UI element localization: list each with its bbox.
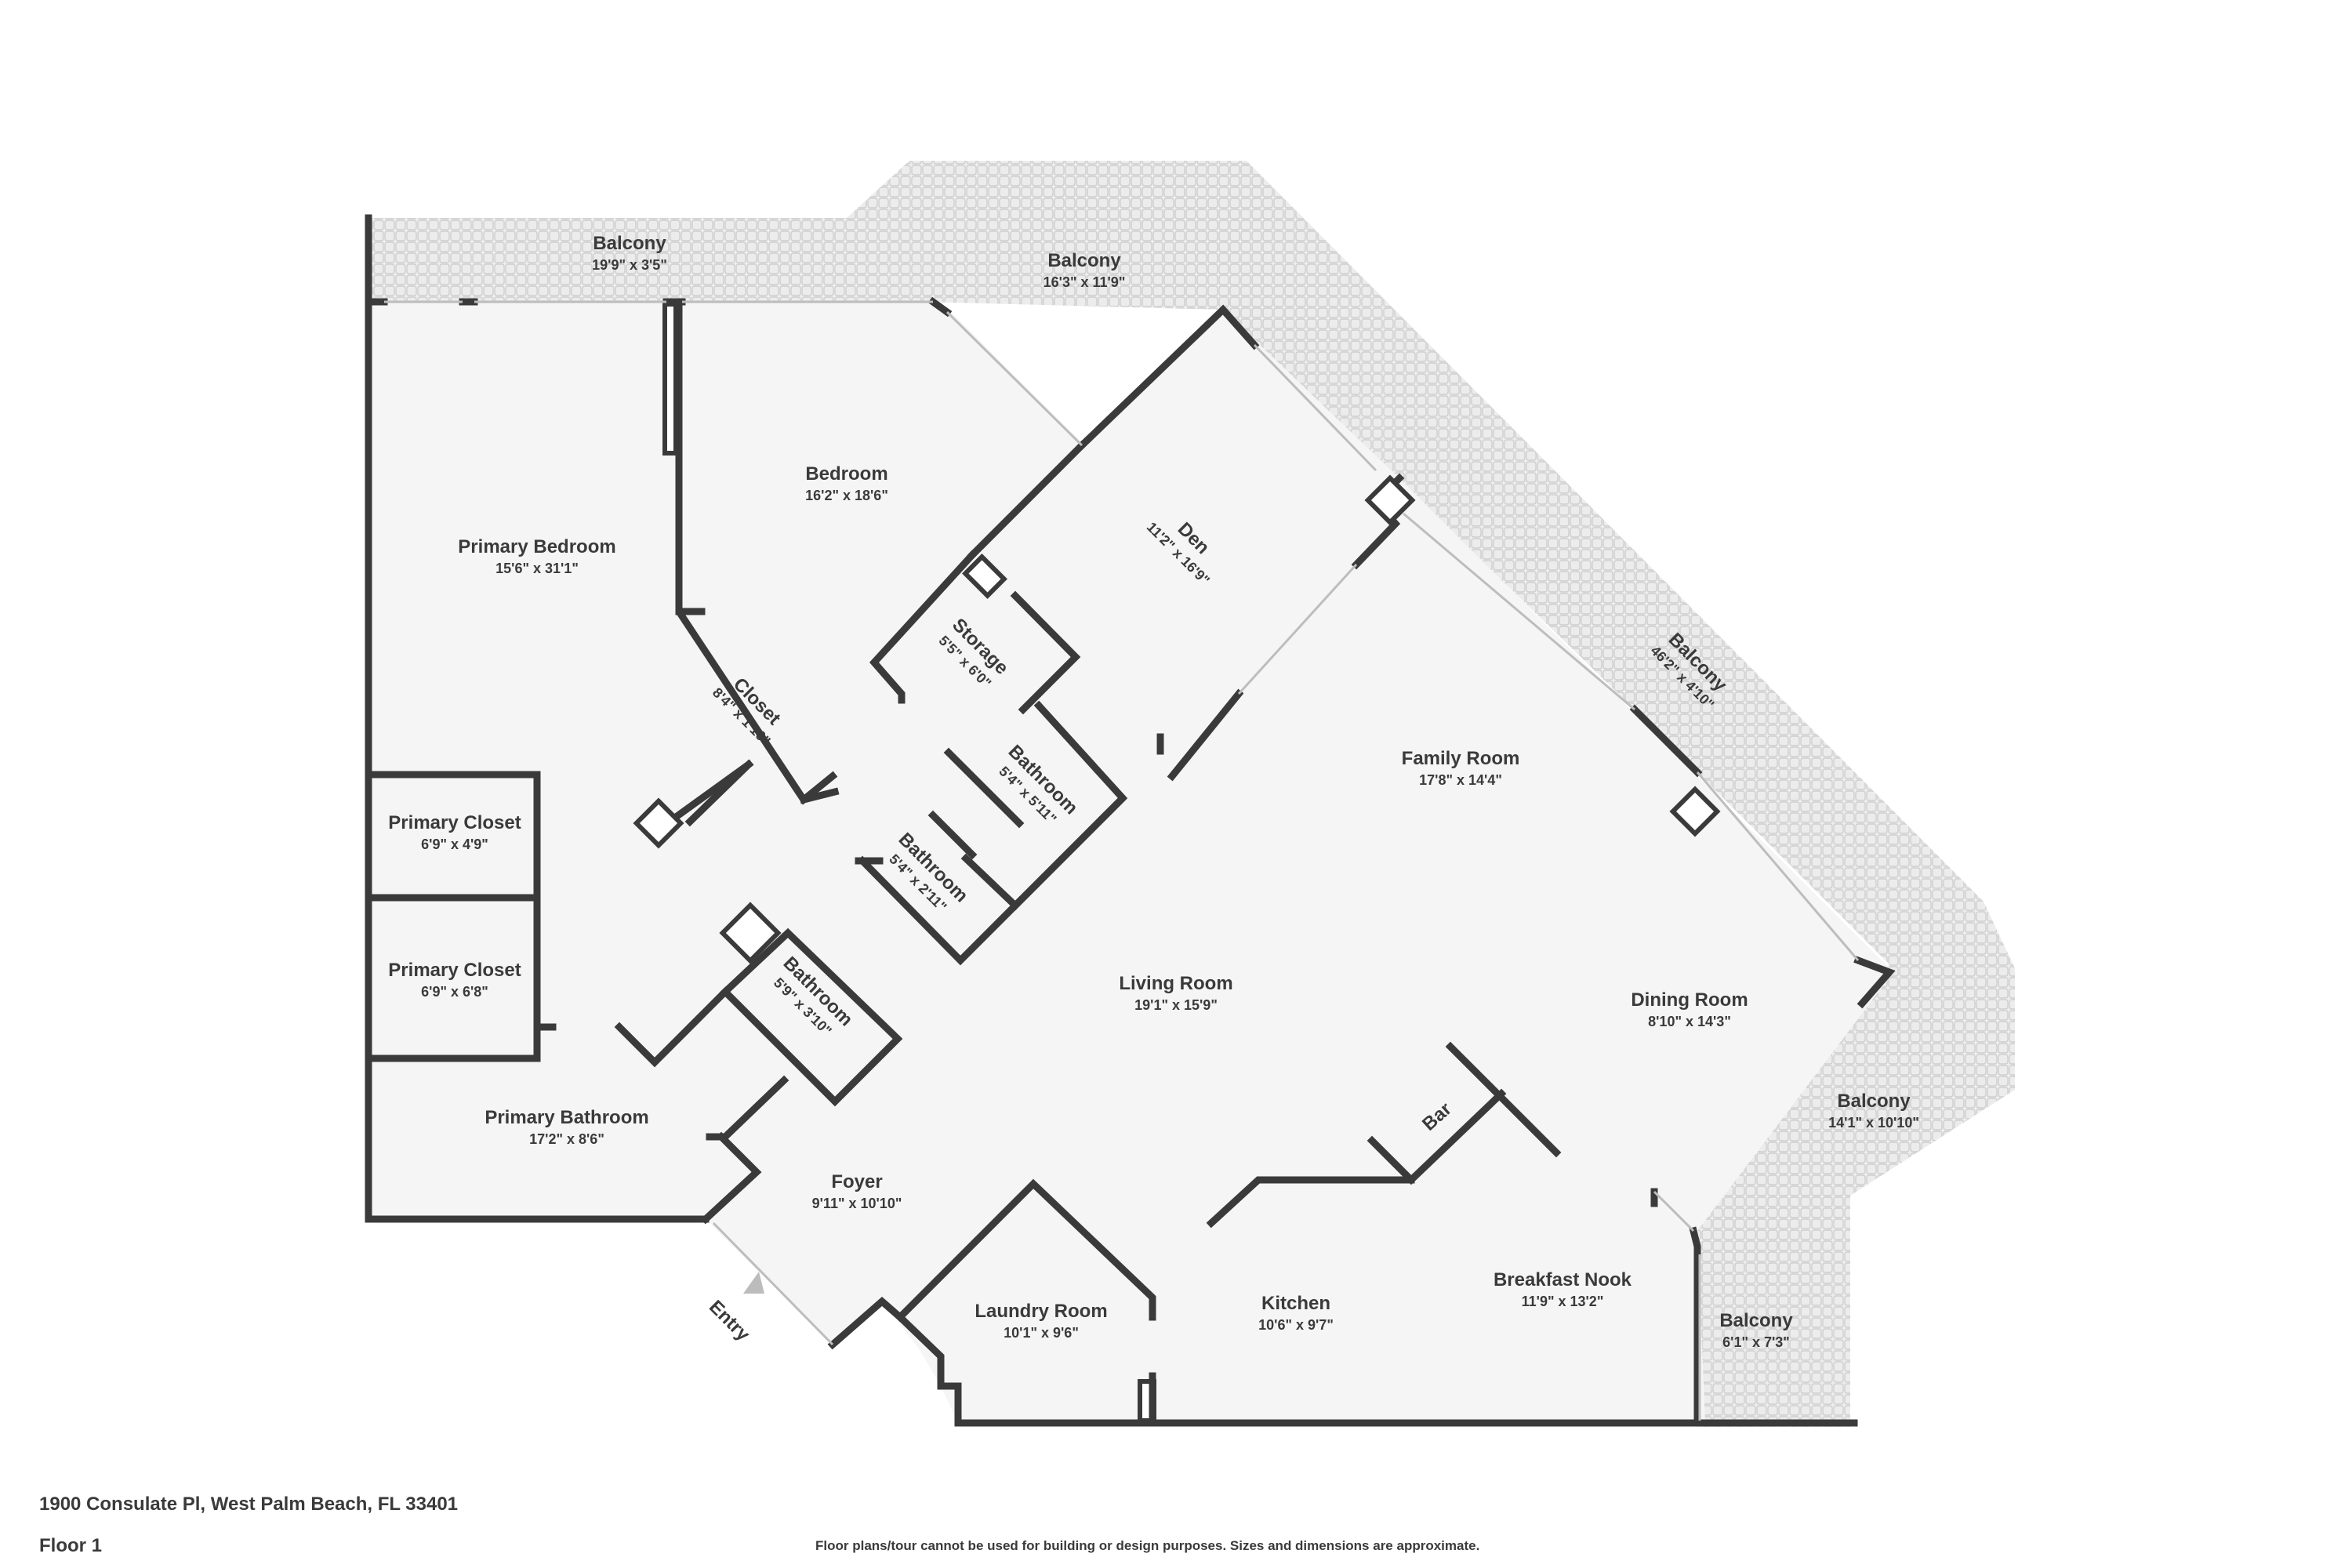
- room-dims: 16'2" x 18'6": [805, 488, 888, 503]
- entry-arrow-icon: [743, 1272, 764, 1294]
- room-dims: 17'8" x 14'4": [1419, 772, 1502, 788]
- windows: [384, 300, 1860, 1421]
- wall-bedroom-divider: [675, 300, 838, 805]
- wall-hatch-family: [1669, 786, 1721, 837]
- room-name: Balcony: [593, 233, 666, 254]
- room-name: Foyer: [831, 1171, 882, 1192]
- room-dims: 10'1" x 9'6": [1004, 1325, 1079, 1341]
- wall-primary-closet-bottom: [365, 894, 541, 1062]
- disclaimer: Floor plans/tour cannot be used for buil…: [815, 1538, 1480, 1553]
- property-address: 1900 Consulate Pl, West Palm Beach, FL 3…: [39, 1494, 459, 1515]
- balcony-areas: [368, 161, 2015, 1427]
- wall-hall-diag: [684, 759, 754, 827]
- window-4: [946, 310, 1083, 447]
- bar-counter: [1367, 1088, 1507, 1185]
- wall-hatch-1: [662, 302, 678, 456]
- entry-door: [712, 1221, 834, 1346]
- room-dims: 6'9" x 6'8": [421, 984, 488, 1000]
- room-name: Primary Closet: [388, 812, 521, 833]
- room-dims: 6'9" x 4'9": [421, 837, 488, 852]
- room-dims: 6'1" x 7'3": [1722, 1334, 1790, 1350]
- wall-storage: [869, 550, 978, 704]
- wall-primary-closet-step: [614, 986, 731, 1068]
- window-7: [1696, 771, 1860, 961]
- wall-laundry: [895, 1178, 1156, 1323]
- wall-bedroom-closet-mid: [799, 787, 840, 804]
- wall-bedroom-storage: [967, 440, 1087, 561]
- wall-entry-bottom: [827, 1297, 906, 1350]
- wall-outer-left: [365, 214, 710, 1223]
- wall-bathroom-1-left: [943, 747, 1025, 829]
- wall-hatch-storage: [962, 554, 1007, 599]
- balcony-top-left-area: [368, 161, 2015, 1427]
- window-5: [1253, 343, 1377, 472]
- wall-storage-right: [1010, 590, 1081, 715]
- room-dims: 8'10" x 14'3": [1648, 1014, 1731, 1029]
- room-name: Laundry Room: [975, 1301, 1107, 1322]
- wall-top-bedroom-right: [927, 296, 953, 318]
- wall-family-right: [1629, 704, 1703, 778]
- room-dims: 14'1" x 10'10": [1828, 1115, 1919, 1131]
- wall-bathroom-2-inner: [927, 810, 978, 860]
- entry-label: Entry: [705, 1296, 754, 1345]
- room-name: Kitchen: [1261, 1293, 1330, 1314]
- wall-bathroom-3: [720, 927, 903, 1107]
- interior-floor-area: [368, 302, 1893, 1423]
- room-dims: 9'11" x 10'10": [812, 1196, 902, 1211]
- room-name: Primary Bathroom: [485, 1107, 648, 1128]
- wall-den-low: [1167, 688, 1244, 782]
- room-name: Breakfast Nook: [1494, 1269, 1632, 1290]
- room-name: Bedroom: [805, 463, 887, 485]
- room-name: Balcony: [1837, 1091, 1911, 1112]
- wall-foyer-left: [700, 1131, 762, 1225]
- room-name: Dining Room: [1631, 989, 1748, 1011]
- wall-bedroom-den: [1076, 304, 1260, 451]
- wall-nook-lower: [1689, 1226, 1701, 1427]
- room-dims: 11'9" x 13'2": [1522, 1294, 1604, 1309]
- room-dims: 17'2" x 8'6": [529, 1131, 604, 1147]
- room-name: Primary Bedroom: [458, 536, 615, 557]
- window-9: [1653, 1190, 1695, 1232]
- wall-bathroom-2: [857, 794, 1127, 966]
- bar-wall: [1445, 1041, 1562, 1158]
- room-name: Living Room: [1119, 973, 1232, 994]
- room-name: Balcony: [1047, 250, 1121, 271]
- interior-floor: [368, 302, 1893, 1423]
- room-dims: 19'1" x 15'9": [1134, 997, 1218, 1013]
- wall-dining-corner: [1853, 956, 1896, 1009]
- wall-hatch-hall-1: [633, 797, 684, 849]
- wall-primary-closet-top: [365, 771, 541, 898]
- walls: [365, 214, 1896, 1427]
- window-6: [1403, 512, 1635, 711]
- kitchen-counter: [1206, 1176, 1415, 1229]
- window-8: [1237, 563, 1358, 695]
- wall-hatch-den: [1364, 474, 1416, 526]
- floor-label: Floor 1: [39, 1535, 103, 1556]
- room-dims: 10'6" x 9'7": [1258, 1317, 1334, 1333]
- wall-hatch-bath3: [719, 902, 782, 964]
- room-dims: 19'9" x 3'5": [592, 257, 667, 273]
- room-dims: 16'3" x 11'9": [1044, 274, 1126, 290]
- wall-bathroom-2-right: [960, 853, 1021, 911]
- room-name: Balcony: [1719, 1310, 1793, 1331]
- wall-laundry-left: [895, 1312, 962, 1427]
- room-dims: 15'6" x 31'1": [495, 561, 579, 576]
- room-name: Primary Closet: [388, 960, 521, 981]
- room-name: Family Room: [1402, 748, 1520, 769]
